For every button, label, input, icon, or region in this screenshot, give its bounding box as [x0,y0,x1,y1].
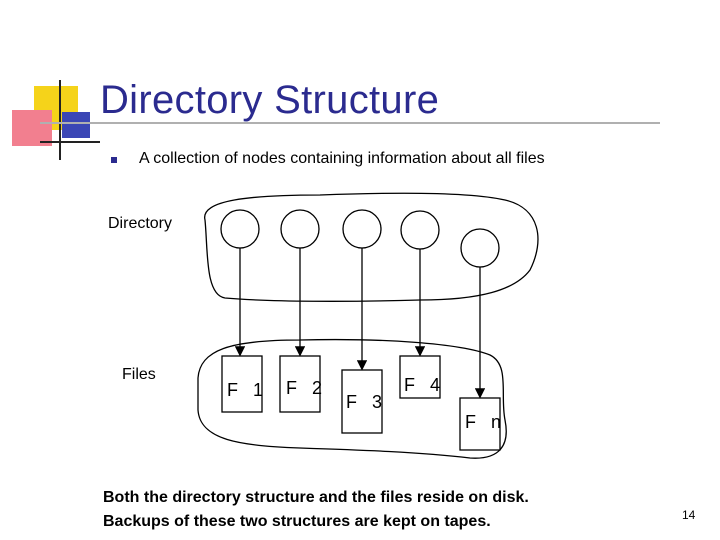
directory-outline [204,192,539,302]
directory-node [400,210,440,250]
bullet-marker [111,157,117,163]
file-box [341,369,383,434]
file-label-fn: F n [465,412,507,432]
directory-node [342,209,382,249]
logo-blue-square [62,112,90,138]
footer-line-1: Both the directory structure and the fil… [103,489,529,506]
file-box [279,355,321,413]
directory-node [280,209,320,249]
file-label-f1: F 1 [227,380,269,400]
title-underline [40,122,660,124]
file-box [459,397,501,451]
directory-node [220,209,260,249]
directory-label: Directory [108,215,173,232]
file-label-f4: F 4 [404,375,446,395]
directory-node [460,228,500,268]
files-label: Files [122,366,156,383]
page-number: 14 [682,508,696,522]
file-box [221,355,263,413]
slide-title: Directory Structure [100,78,440,122]
file-box [399,355,441,399]
bullet-text: A collection of nodes containing informa… [139,150,545,167]
logo-red-square [12,110,52,146]
footer-line-2: Backups of these two structures are kept… [103,513,491,530]
file-label-f3: F 3 [346,392,388,412]
file-label-f2: F 2 [286,378,328,398]
footer-note: Both the directory structure and the fil… [103,486,529,534]
